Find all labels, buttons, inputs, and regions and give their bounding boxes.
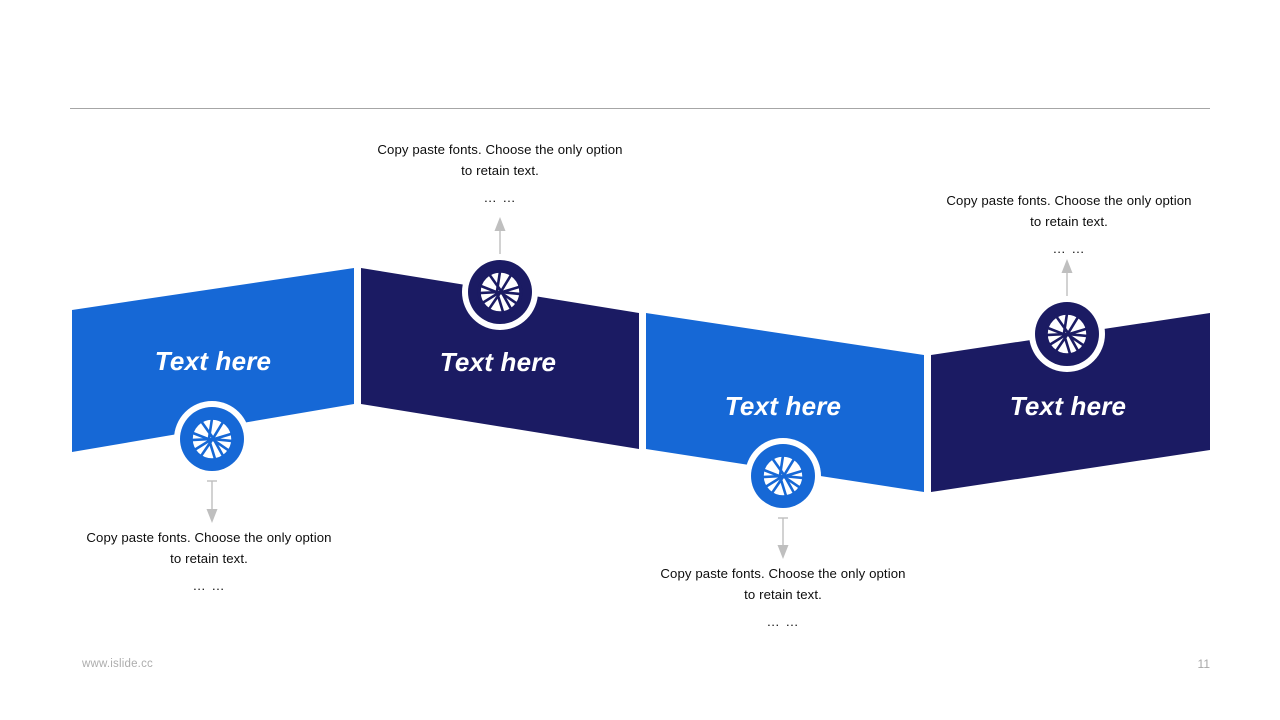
connector-arrow-down-3 [777, 517, 789, 559]
panel-1-caption-line2: option to retain text. [170, 530, 332, 566]
panel-2-shape[interactable] [361, 268, 639, 449]
connector-arrow-down-1 [206, 480, 218, 523]
panel-1-caption-dots: … … [192, 578, 226, 593]
panel-1-caption-line1: Copy paste fonts. Choose the only [86, 530, 292, 545]
panel-3-label: Text here [724, 391, 842, 421]
panel-3-badge[interactable] [745, 438, 821, 514]
panel-2-caption-line2: option to retain text. [461, 142, 623, 178]
panel-2-caption: Copy paste fonts. Choose the only option… [375, 139, 625, 208]
panel-4-caption-line1: Copy paste fonts. Choose the only [946, 193, 1152, 208]
panel-4-caption-line2: option to retain text. [1030, 193, 1192, 229]
panel-4-badge[interactable] [1029, 296, 1105, 372]
panel-3-caption-line2: option to retain text. [744, 566, 906, 602]
connector-arrow-up-4 [1061, 259, 1073, 301]
panel-1-label: Text here [154, 346, 272, 376]
page-number: 11 [1197, 657, 1210, 671]
connector-arrow-up-2 [494, 217, 506, 259]
panel-3-shape[interactable] [646, 313, 924, 492]
panel-3-caption: Copy paste fonts. Choose the only option… [658, 563, 908, 632]
panel-4-caption-dots: … … [1052, 241, 1086, 256]
panel-1-badge[interactable] [174, 401, 250, 477]
panel-2-caption-line1: Copy paste fonts. Choose the only [377, 142, 583, 157]
panel-1-shape[interactable] [72, 268, 354, 452]
panel-4-caption: Copy paste fonts. Choose the only option… [944, 190, 1194, 259]
panel-1-caption: Copy paste fonts. Choose the only option… [84, 527, 334, 596]
footer-url[interactable]: www.islide.cc [82, 658, 153, 670]
panel-2-caption-dots: … … [483, 190, 517, 205]
panel-3-caption-line1: Copy paste fonts. Choose the only [660, 566, 866, 581]
header-divider [70, 108, 1210, 109]
panel-2-badge[interactable] [462, 254, 538, 330]
panel-2-label: Text here [439, 347, 557, 377]
panel-4-shape[interactable] [931, 313, 1210, 492]
panel-3-caption-dots: … … [766, 614, 800, 629]
panel-4-label: Text here [1009, 391, 1127, 421]
